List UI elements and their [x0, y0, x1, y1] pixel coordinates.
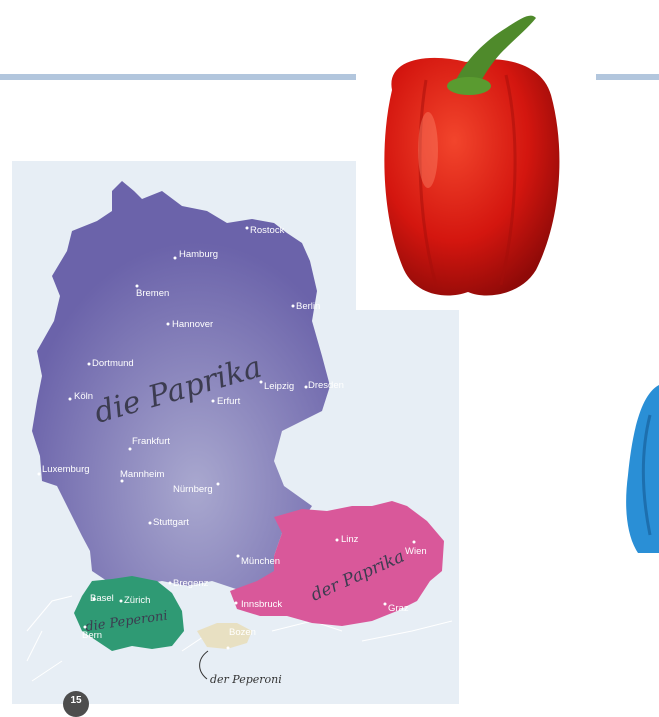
- city-mannheim: Mannheim: [120, 469, 164, 480]
- city-frankfurt: Frankfurt: [132, 436, 170, 447]
- blue-bag-image: [620, 375, 659, 555]
- city-wien: Wien: [405, 546, 427, 557]
- south-tyrol-region: [197, 623, 252, 649]
- city-innsbruck: Innsbruck: [241, 599, 282, 610]
- city-luxemburg: Luxemburg: [42, 464, 90, 475]
- label-der-peperoni: der Peperoni: [210, 673, 282, 686]
- city-bozen: Bozen: [229, 627, 256, 638]
- city-bregenz: Bregenz: [173, 578, 209, 589]
- city-graz: Graz: [388, 603, 409, 614]
- city-bern: Bern: [82, 630, 102, 641]
- page-number-badge: 15: [63, 691, 89, 717]
- city-stuttgart: Stuttgart: [153, 517, 189, 528]
- city-linz: Linz: [341, 534, 359, 545]
- city-hamburg: Hamburg: [179, 249, 218, 260]
- city-rostock: Rostock: [250, 225, 285, 236]
- city-koeln: Köln: [74, 391, 93, 402]
- city-dresden: Dresden: [308, 380, 344, 391]
- city-nuernberg: Nürnberg: [173, 484, 213, 495]
- city-bremen: Bremen: [136, 288, 169, 299]
- city-berlin: Berlin: [296, 301, 320, 312]
- map-svg: die Paprika der Paprika die Peperoni der…: [26, 181, 453, 686]
- city-erfurt: Erfurt: [217, 396, 241, 407]
- der-peperoni-arrow: [199, 650, 209, 680]
- city-basel: Basel: [90, 593, 114, 604]
- city-labels: Rostock Hamburg Bremen Hannover Berlin D…: [37, 225, 427, 650]
- top-rule-right: [596, 74, 659, 80]
- germany-region: [32, 181, 330, 591]
- austria-region: [230, 501, 444, 626]
- city-hannover: Hannover: [172, 319, 213, 330]
- city-leipzig: Leipzig: [264, 381, 294, 392]
- city-dortmund: Dortmund: [92, 358, 134, 369]
- top-rule-left: [0, 74, 360, 80]
- city-muenchen: München: [241, 556, 280, 567]
- switzerland-region: [74, 576, 184, 651]
- city-zuerich: Zürich: [124, 595, 150, 606]
- red-pepper-image: [356, 0, 590, 310]
